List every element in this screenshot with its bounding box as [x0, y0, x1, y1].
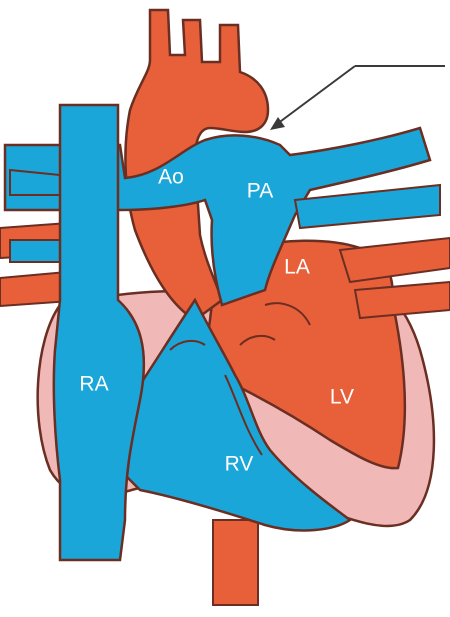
label-ra: RA — [79, 373, 108, 396]
left-vein-branch-2 — [10, 240, 60, 262]
label-rv: RV — [225, 453, 254, 476]
label-lv: LV — [330, 386, 354, 409]
left-vein-branch-1 — [10, 170, 60, 195]
label-pa: PA — [247, 180, 273, 203]
label-ao: Ao — [158, 166, 184, 189]
descending-aorta — [213, 520, 258, 605]
label-la: LA — [284, 256, 310, 279]
